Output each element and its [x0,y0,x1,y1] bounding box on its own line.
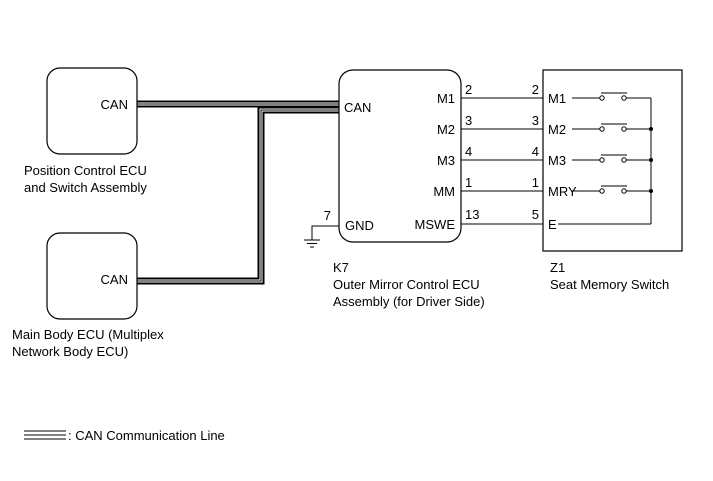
switch-caption: Seat Memory Switch [550,277,669,292]
main-body-ecu-caption-line1: Main Body ECU (Multiplex [12,327,164,342]
position-ecu-can-pin: CAN [101,97,128,112]
outer-mirror-control-ecu: CAN GND M1 M2 M3 MM MSWE [338,69,462,243]
switch-pin-e: E [548,217,557,232]
switch-pin-number-m1: 2 [532,82,539,97]
ecu-side-pin-numbers: 2 3 4 1 13 [465,82,479,222]
mirror-ecu-caption-line2: Assembly (for Driver Side) [333,294,485,309]
legend-can-line-symbol [24,430,66,440]
switch-code: Z1 [550,260,565,275]
main-body-ecu: CAN [46,232,138,320]
position-ecu-caption-line1: Position Control ECU [24,163,147,178]
switch-contact-m2 [572,123,651,132]
switch-side-pin-numbers: 2 3 4 1 5 [532,82,539,222]
switch-pin-m1: M1 [548,91,566,106]
switch-contact-m3 [572,154,651,163]
mirror-ecu-pin-m2: M2 [437,122,455,137]
gnd-pin-number: 7 [324,208,331,223]
mirror-ecu-code: K7 [333,260,349,275]
ecu-pin-number-m3: 4 [465,144,472,159]
ecu-pin-number-m1: 2 [465,82,472,97]
switch-pin-number-e: 5 [532,207,539,222]
ecu-pin-number-m2: 3 [465,113,472,128]
ecu-pin-number-mm: 1 [465,175,472,190]
mirror-ecu-pin-mswe: MSWE [415,217,456,232]
can-line-mainbody-to-mirror [137,106,339,285]
mirror-ecu-gnd-pin: GND [345,218,374,233]
switch-common-bus [558,98,653,225]
mirror-ecu-pin-m3: M3 [437,153,455,168]
position-ecu-caption-line2: and Switch Assembly [24,180,147,195]
mirror-ecu-pin-m1: M1 [437,91,455,106]
switch-pin-m3: M3 [548,153,566,168]
ground-connection: 7 [304,208,339,248]
switch-pin-number-mry: 1 [532,175,539,190]
switch-contact-m1 [572,92,651,101]
switch-pin-mry: MRY [548,184,577,199]
main-body-ecu-can-pin: CAN [101,272,128,287]
main-body-ecu-caption-line2: Network Body ECU) [12,344,128,359]
mirror-ecu-caption-line1: Outer Mirror Control ECU [333,277,480,292]
ecu-pin-number-mswe: 13 [465,207,479,222]
seat-memory-switch: M1 M2 M3 MRY E [542,69,683,252]
switch-pin-m2: M2 [548,122,566,137]
switch-contact-mry [572,185,651,194]
switch-pin-number-m2: 3 [532,113,539,128]
switch-pin-number-m3: 4 [532,144,539,159]
signal-wires [461,97,543,225]
can-bus [137,100,339,285]
mirror-ecu-can-pin: CAN [344,100,371,115]
mirror-ecu-pin-mm: MM [433,184,455,199]
position-control-ecu: CAN [46,67,138,155]
legend: : CAN Communication Line [24,428,225,443]
legend-label: : CAN Communication Line [68,428,225,443]
